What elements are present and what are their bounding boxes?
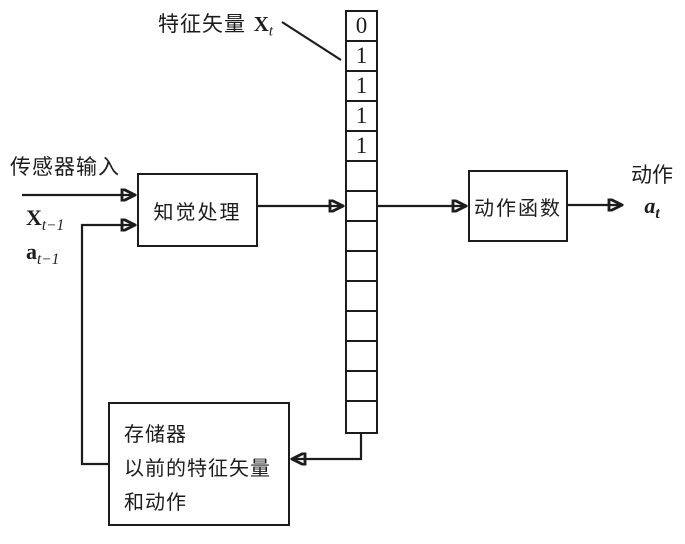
perception-processing-box: 知觉处理: [137, 173, 258, 247]
memory-line-2: 以前的特征矢量: [124, 456, 271, 480]
vector-cell: [347, 252, 376, 282]
vector-cell: 0: [347, 12, 376, 42]
x-prev-subscript: t−1: [41, 216, 65, 234]
vector-cell: [347, 402, 376, 432]
previous-feature-vector-label: Xt−1: [26, 205, 64, 235]
wire-vector-to-memory: [292, 432, 363, 459]
memory-line-1: 存储器: [124, 422, 187, 446]
action-output-text: 动作: [631, 163, 673, 187]
action-function-box: 动作函数: [468, 170, 568, 242]
a-prev-subscript: t−1: [37, 250, 60, 268]
vector-cell: [347, 162, 376, 192]
a-prev-var: a: [26, 239, 37, 264]
action-output-label: 动作 at: [626, 159, 678, 223]
perception-processing-label: 知觉处理: [153, 199, 242, 224]
feature-vector-var: X: [253, 12, 269, 36]
memory-box: 存储器 以前的特征矢量 和动作: [108, 402, 290, 526]
action-output-subscript: t: [655, 204, 660, 222]
vector-cell: 1: [347, 132, 376, 162]
previous-action-label: at−1: [26, 239, 59, 269]
memory-line-3: 和动作: [124, 490, 187, 514]
x-prev-var: X: [26, 205, 42, 230]
action-function-label: 动作函数: [474, 195, 562, 220]
vector-cell: [347, 192, 376, 222]
vector-cell: [347, 312, 376, 342]
action-output-var-row: at: [626, 193, 678, 223]
vector-cell: 1: [347, 72, 376, 102]
feature-vector-label-text: 特征矢量: [158, 12, 246, 36]
feature-vector-subscript: t: [268, 23, 273, 40]
sensor-input-label: 传感器输入: [10, 155, 120, 179]
vector-cell: [347, 342, 376, 372]
action-output-var: a: [644, 193, 656, 218]
vector-cell: [347, 372, 376, 402]
vector-cell: [347, 222, 376, 252]
feature-vector-label: 特征矢量 Xt: [158, 8, 273, 41]
vector-cell: [347, 282, 376, 312]
wire-memory-to-perception: [80, 225, 135, 466]
feature-vector-callout-line: [281, 21, 342, 61]
vector-cell: 1: [347, 102, 376, 132]
vector-cell: 1: [347, 42, 376, 72]
